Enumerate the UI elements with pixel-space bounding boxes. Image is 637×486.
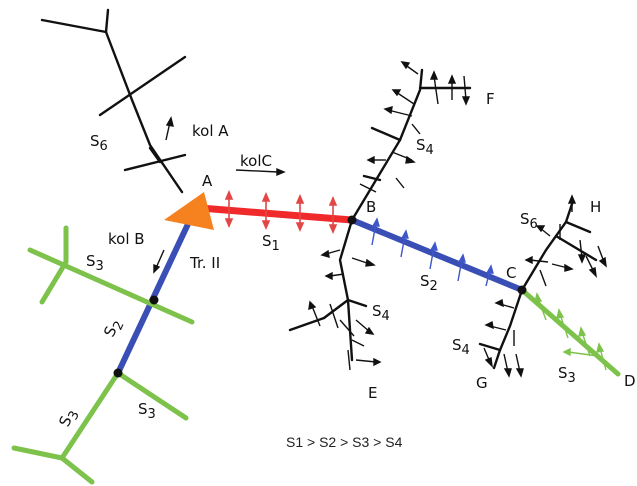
label-s3-left-lower: S3	[55, 406, 82, 431]
label-s4-upper: S4	[416, 136, 434, 158]
trail-upper-left	[40, 8, 187, 194]
label-s4-lower: S4	[372, 302, 390, 324]
label-s2-left: S2	[100, 316, 127, 341]
trail-b-to-e	[288, 218, 368, 362]
junction-point-b	[347, 215, 357, 225]
arrows-b-to-e	[308, 249, 382, 371]
segment-s3-cd	[519, 287, 621, 377]
junction-point-left-lower	[113, 368, 123, 378]
node-label-e: E	[368, 384, 377, 402]
trail-c-to-h	[520, 202, 598, 292]
node-label-b: B	[366, 198, 376, 216]
arrows-s1	[224, 189, 338, 235]
kol-arrows	[153, 116, 286, 274]
arrows-s2	[371, 217, 494, 287]
node-label-c: C	[506, 264, 516, 282]
label-s2-right: S2	[420, 272, 438, 294]
label-s6-left: S6	[90, 132, 108, 154]
arrows-s3	[534, 292, 607, 371]
arrows-b-to-f	[359, 61, 471, 193]
label-kol-b: kol B	[108, 230, 145, 248]
node-label-d: D	[624, 372, 636, 390]
label-s4-g: S4	[452, 336, 470, 358]
label-s1: S1	[262, 232, 280, 254]
label-tr-ii: Tr. II	[189, 254, 220, 272]
node-label-f: F	[486, 90, 495, 108]
node-label-a: A	[202, 172, 213, 190]
label-s3-left-bottom: S3	[138, 400, 156, 422]
node-label-g: G	[476, 374, 488, 392]
label-kol-c: kolC	[240, 152, 272, 170]
arrows-c-to-g	[483, 298, 524, 378]
junction-point-c	[517, 285, 527, 295]
label-s3-right: S3	[558, 364, 576, 386]
legend-ranking: S1 > S2 > S3 > S4	[286, 434, 403, 450]
node-label-h: H	[590, 198, 601, 216]
segment-s2-bc	[349, 217, 525, 293]
junction-point-left-upper	[149, 295, 159, 305]
label-s6-right: S6	[520, 210, 538, 232]
segment-s1	[196, 204, 356, 224]
segments-s3-left	[11, 225, 195, 485]
label-s3-left-top: S3	[86, 252, 104, 274]
tractor-marker	[164, 192, 214, 230]
arrows-c-to-h	[524, 194, 607, 287]
trail-c-to-g	[478, 288, 524, 370]
trail-b-to-f	[350, 68, 472, 222]
label-kol-a: kol A	[192, 122, 229, 140]
